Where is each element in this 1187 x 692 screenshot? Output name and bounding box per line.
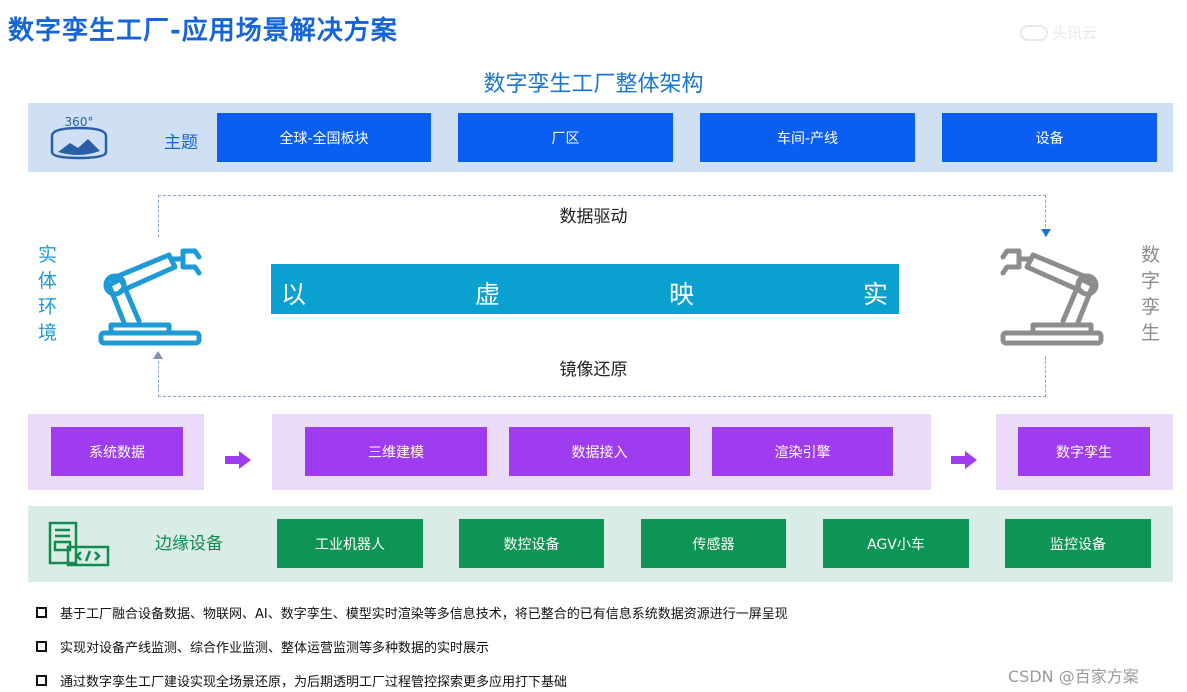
logo-watermark: 头讯云: [1020, 22, 1097, 43]
panorama-360-icon: 360°: [50, 115, 108, 160]
edge-box-monitor: 监控设备: [1005, 519, 1151, 568]
virtual-real-banner: 以 虚 映 实: [271, 264, 899, 314]
process-step-render: 渲染引擎: [712, 427, 893, 476]
bullet-item: 基于工厂融合设备数据、物联网、AI、数字孪生、模型实时渲染等多信息技术，将已整合…: [36, 603, 788, 622]
real-side-label: 实体环境: [38, 244, 58, 344]
process-step-data-access: 数据接入: [509, 427, 690, 476]
banner-char-2: 虚: [475, 280, 501, 309]
edge-box-robot: 工业机器人: [277, 519, 423, 568]
theme-box-factory: 厂区: [458, 113, 673, 162]
arrow-down-icon: [1041, 229, 1051, 237]
theme-box-device: 设备: [942, 113, 1157, 162]
process-result-box: 数字孪生: [1018, 427, 1150, 476]
logo-watermark-text: 头讯云: [1052, 24, 1098, 42]
cloud-icon: [1020, 24, 1048, 41]
bullet-text: 基于工厂融合设备数据、物联网、AI、数字孪生、模型实时渲染等多信息技术，将已整合…: [60, 607, 788, 622]
twin-side-label: 数字孪生: [1141, 244, 1161, 344]
page-title: 数字孪生工厂-应用场景解决方案: [8, 16, 398, 46]
square-bullet-icon: [36, 641, 47, 652]
arrow-right-icon: [951, 451, 977, 469]
architecture-title: 数字孪生工厂整体架构: [483, 72, 704, 97]
bullet-item: 实现对设备产线监测、综合作业监测、整体运营监测等多种数据的实时展示: [36, 637, 489, 656]
arrow-up-icon: [153, 351, 163, 359]
edge-box-sensor: 传感器: [641, 519, 786, 568]
edge-box-cnc: 数控设备: [459, 519, 604, 568]
banner-char-4: 实: [863, 280, 889, 309]
credit-watermark: CSDN @百家方案: [1008, 667, 1139, 686]
theme-label: 主题: [164, 133, 198, 153]
robot-arm-twin-icon: [1000, 248, 1104, 346]
mirror-label: 镜像还原: [559, 360, 628, 380]
square-bullet-icon: [36, 607, 47, 618]
code-monitor-icon: [48, 521, 110, 567]
arrow-right-icon: [225, 451, 251, 469]
robot-arm-icon: [98, 248, 202, 346]
drive-loop-line: [158, 195, 1046, 237]
banner-char-3: 映: [669, 280, 695, 309]
banner-char-1: 以: [281, 280, 307, 309]
edge-label: 边缘设备: [155, 534, 223, 554]
process-step-modeling: 三维建模: [305, 427, 487, 476]
theme-box-workshop: 车间-产线: [700, 113, 915, 162]
square-bullet-icon: [36, 675, 47, 686]
bullet-item: 通过数字孪生工厂建设实现全场景还原，为后期透明工厂过程管控探索更多应用打下基础: [36, 671, 567, 690]
bullet-text: 实现对设备产线监测、综合作业监测、整体运营监测等多种数据的实时展示: [60, 641, 490, 656]
edge-box-agv: AGV小车: [823, 519, 969, 568]
theme-box-global: 全球-全国板块: [217, 113, 431, 162]
panorama-360-text: 360°: [65, 115, 94, 129]
drive-label: 数据驱动: [559, 207, 628, 227]
mirror-loop-line: [158, 356, 1046, 397]
bullet-text: 通过数字孪生工厂建设实现全场景还原，为后期透明工厂过程管控探索更多应用打下基础: [60, 675, 568, 690]
process-source-box: 系统数据: [51, 427, 183, 476]
